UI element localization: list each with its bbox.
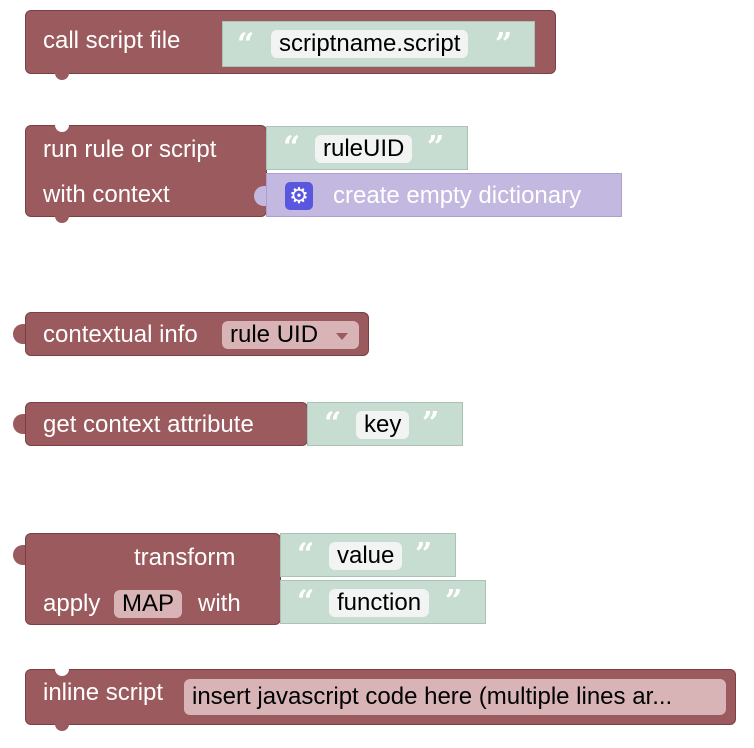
next-connector bbox=[55, 724, 69, 731]
close-quote-icon: ” bbox=[445, 584, 463, 619]
function-string-block[interactable]: “ function ” bbox=[280, 580, 486, 624]
call-script-label: call script file bbox=[43, 27, 181, 54]
inline-code-field[interactable]: insert javascript code here (multiple li… bbox=[184, 679, 726, 715]
apply-label: apply bbox=[43, 590, 101, 617]
string-input-connector bbox=[295, 414, 307, 434]
output-connector bbox=[13, 545, 25, 565]
transform-method-dropdown[interactable]: MAP bbox=[114, 590, 183, 618]
key-field[interactable]: key bbox=[356, 411, 410, 439]
call-script-file-block[interactable]: call script file “ scriptname.script ” bbox=[25, 10, 556, 74]
contextual-info-label: contextual info bbox=[43, 321, 198, 348]
function-field[interactable]: function bbox=[329, 589, 430, 617]
with-label: with bbox=[198, 590, 241, 617]
string-input-connector bbox=[210, 33, 222, 53]
create-dictionary-label: create empty dictionary bbox=[333, 182, 582, 209]
inline-script-label: inline script bbox=[43, 679, 164, 706]
open-quote-icon: “ bbox=[324, 406, 342, 441]
value-string-block[interactable]: “ value ” bbox=[280, 533, 456, 577]
close-quote-icon: ” bbox=[422, 406, 440, 441]
open-quote-icon: “ bbox=[297, 537, 315, 572]
context-input-connector bbox=[254, 186, 266, 206]
run-rule-label: run rule or script bbox=[43, 136, 217, 163]
string-input-connector bbox=[254, 138, 266, 158]
transform-label: transform bbox=[134, 544, 236, 571]
previous-connector bbox=[55, 669, 69, 676]
create-dictionary-block[interactable]: ⚙ create empty dictionary bbox=[266, 173, 622, 217]
value-field[interactable]: value bbox=[329, 542, 403, 570]
key-string-block[interactable]: “ key ” bbox=[307, 402, 463, 446]
contextual-info-block[interactable]: contextual info rule UID bbox=[25, 312, 369, 356]
transform-block[interactable]: transform apply MAP with bbox=[25, 533, 281, 625]
next-connector bbox=[55, 216, 69, 223]
dropdown-value: rule UID bbox=[230, 321, 319, 348]
output-connector bbox=[13, 324, 25, 344]
next-connector bbox=[55, 73, 69, 80]
close-quote-icon: ” bbox=[427, 130, 445, 165]
string-input-connector bbox=[268, 592, 280, 612]
script-name-field[interactable]: scriptname.script bbox=[271, 30, 469, 58]
string-input-connector bbox=[268, 545, 280, 565]
inline-code-text: insert javascript code here (multiple li… bbox=[192, 683, 673, 710]
previous-connector bbox=[55, 125, 69, 132]
chevron-down-icon bbox=[336, 333, 348, 340]
rule-uid-string-block[interactable]: “ ruleUID ” bbox=[266, 126, 468, 170]
output-connector bbox=[13, 414, 25, 434]
run-rule-block[interactable]: run rule or script with context bbox=[25, 125, 267, 217]
inline-script-block[interactable]: inline script insert javascript code her… bbox=[25, 669, 736, 725]
open-quote-icon: “ bbox=[283, 130, 301, 165]
gear-icon[interactable]: ⚙ bbox=[285, 182, 313, 210]
script-name-string-block[interactable]: “ scriptname.script ” bbox=[222, 21, 535, 67]
with-context-label: with context bbox=[43, 181, 170, 208]
close-quote-icon: ” bbox=[415, 537, 433, 572]
open-quote-icon: “ bbox=[237, 27, 255, 62]
open-quote-icon: “ bbox=[297, 584, 315, 619]
get-context-attribute-block[interactable]: get context attribute bbox=[25, 402, 308, 446]
close-quote-icon: ” bbox=[495, 27, 513, 62]
get-context-label: get context attribute bbox=[43, 411, 254, 438]
rule-uid-field[interactable]: ruleUID bbox=[315, 135, 413, 163]
method-value: MAP bbox=[122, 590, 175, 617]
